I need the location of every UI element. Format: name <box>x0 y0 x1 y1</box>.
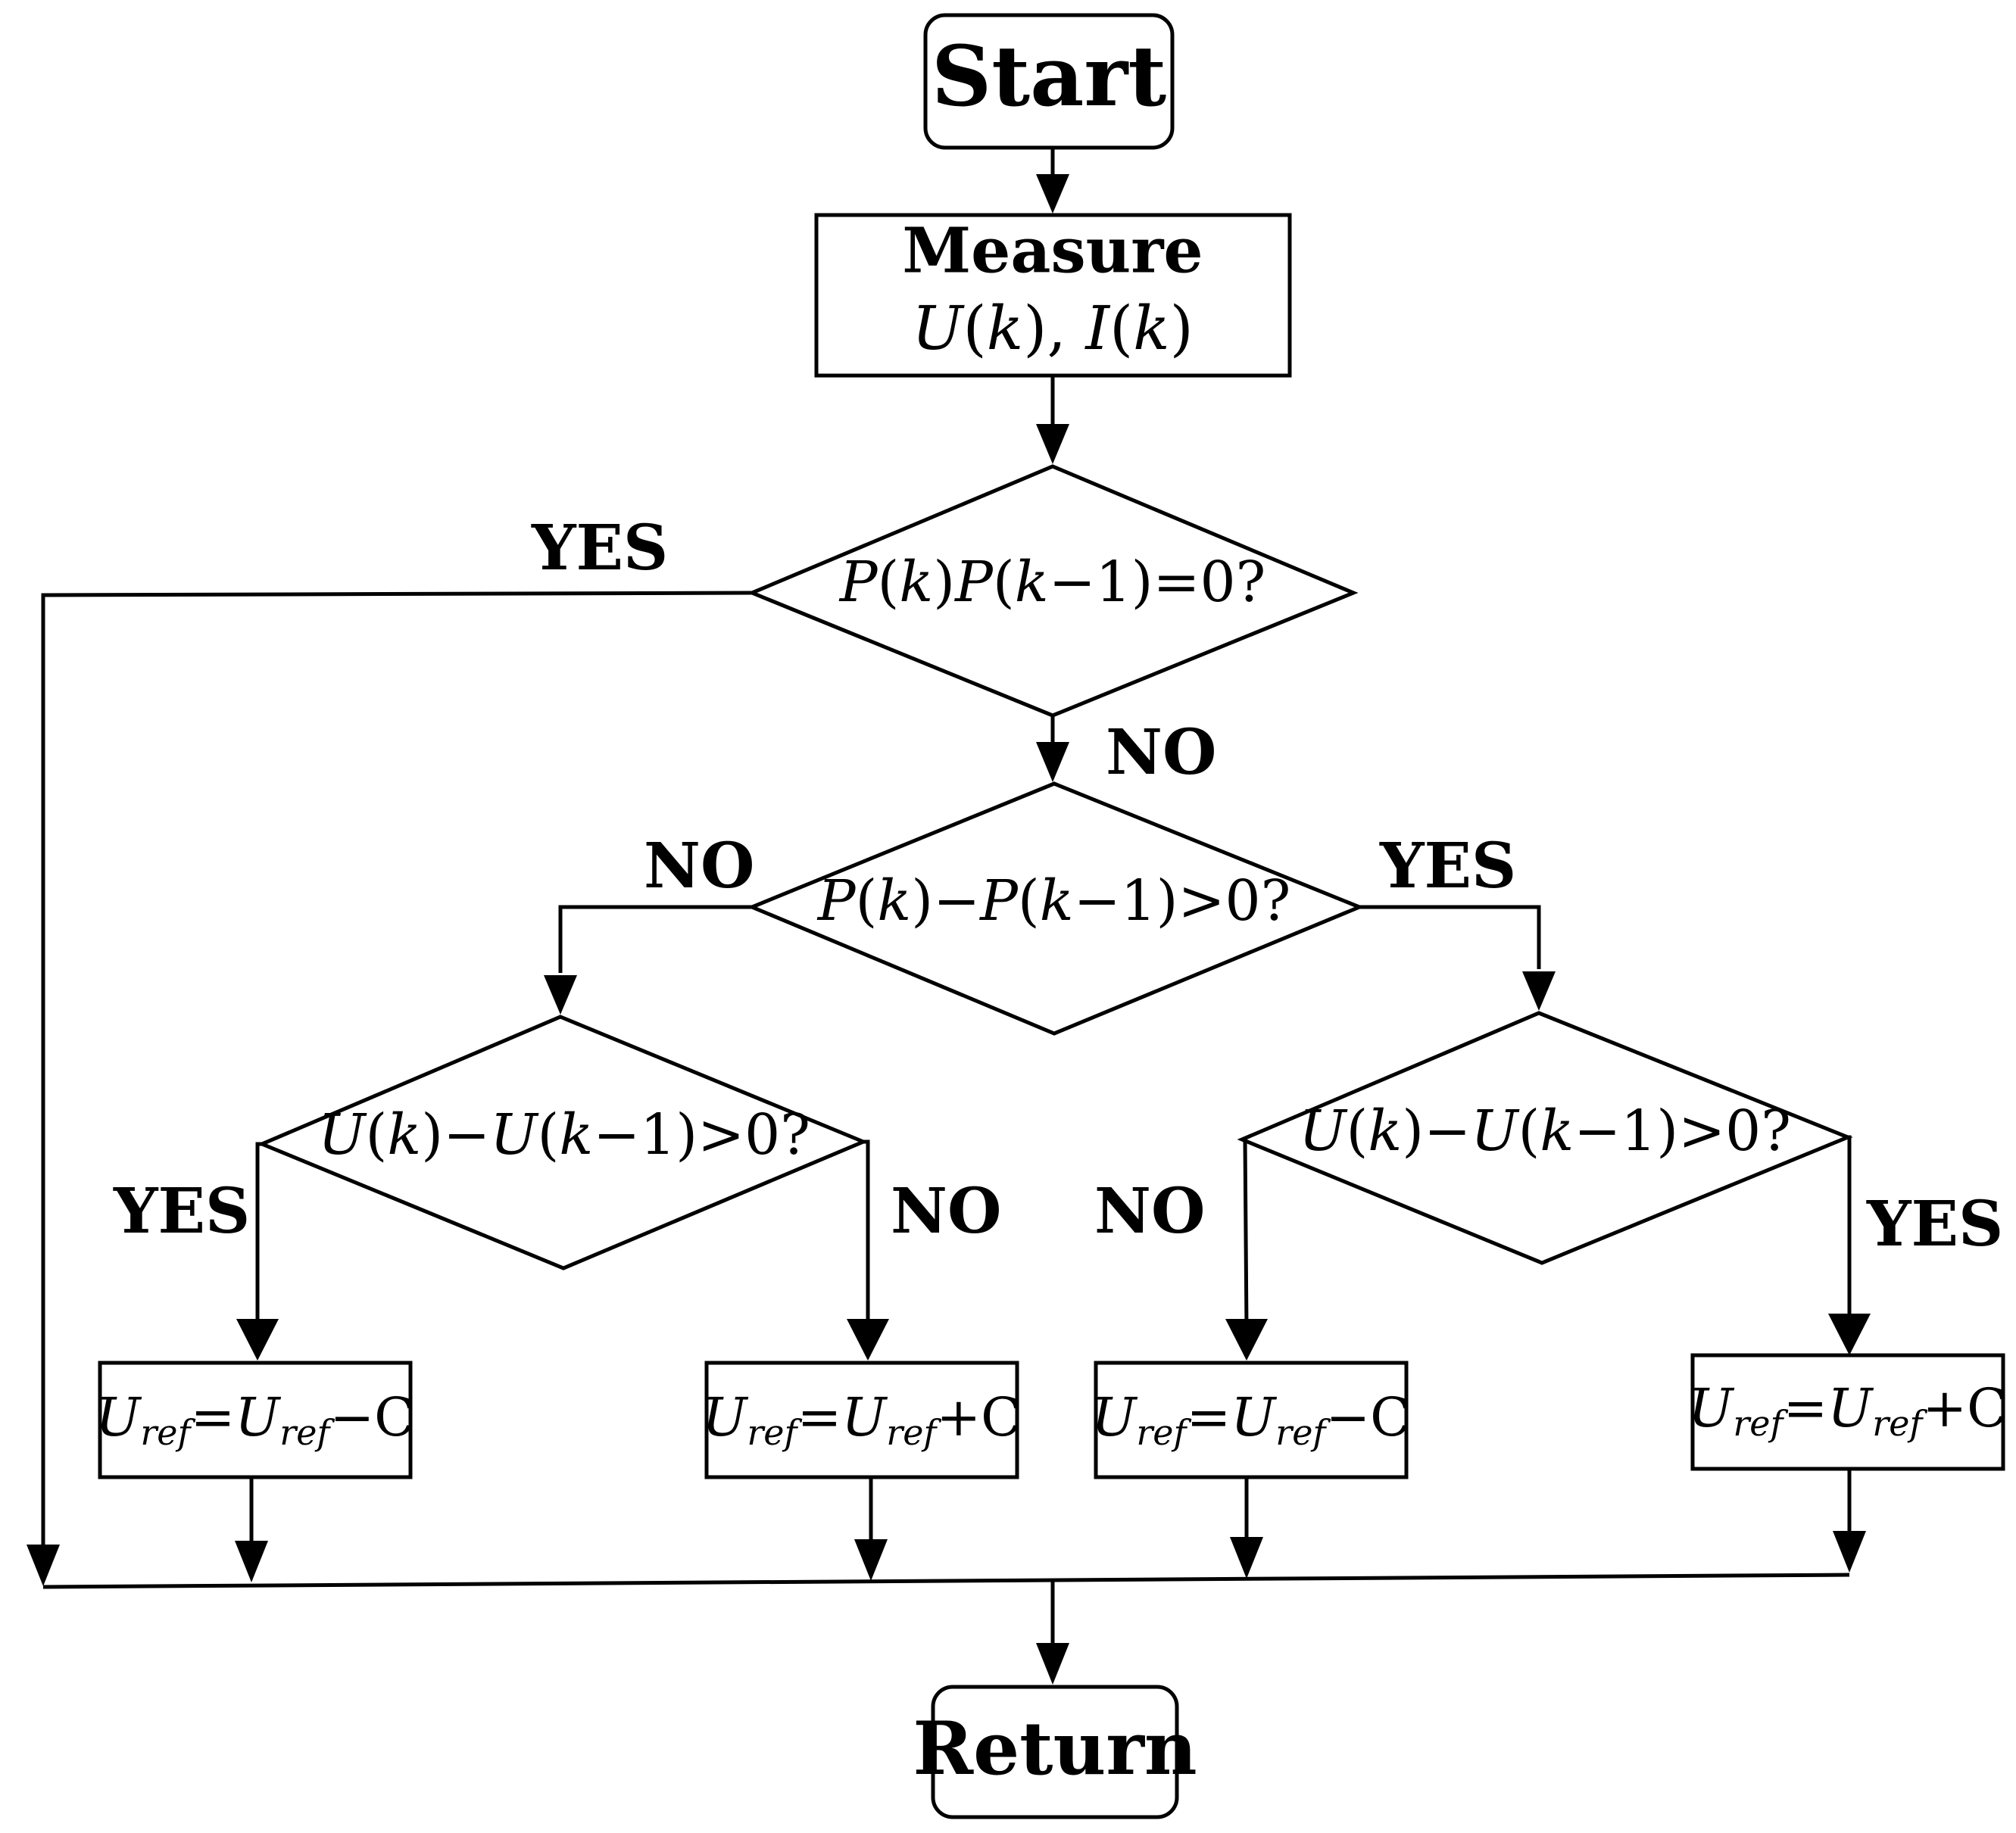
decision-power-difference-text: P(k)−P(k−1)>0? <box>816 868 1291 934</box>
branch-label-power-diff-yes: YES <box>1379 830 1516 902</box>
process-box-4 <box>1690 1353 2005 1471</box>
measure-label: Measure <box>902 214 1203 287</box>
process-4-text: Uref=Uref+C <box>1688 1377 2007 1444</box>
connector-power-product-yes-bypass <box>41 591 753 1560</box>
decision-power-product <box>747 464 1359 718</box>
arrowhead-to-decision-power-diff <box>1036 742 1069 782</box>
decision-voltage-difference-left-text: U(k)−U(k−1)>0? <box>318 1102 810 1167</box>
arrowhead-to-process-1 <box>236 1319 279 1361</box>
arrowhead-to-process-3 <box>1225 1319 1268 1361</box>
arrowhead-process-4-to-merge <box>1833 1531 1866 1573</box>
arrowhead-process-2-to-merge <box>854 1539 888 1581</box>
arrowhead-to-process-4 <box>1828 1314 1871 1355</box>
arrowhead-to-decision-voltage-left <box>544 975 577 1015</box>
return-label: Return <box>913 1706 1197 1791</box>
decision-voltage-difference-right-text: U(k)−U(k−1)>0? <box>1299 1099 1791 1164</box>
process-box-1 <box>98 1361 413 1479</box>
start-label: Start <box>932 27 1166 125</box>
process-box-2 <box>704 1361 1019 1479</box>
merge-line <box>42 1573 1850 1589</box>
branch-label-power-diff-no: NO <box>644 830 754 902</box>
branch-label-power-product-no: NO <box>1106 716 1216 789</box>
measure-process-box <box>814 213 1292 378</box>
start-terminal <box>923 13 1175 150</box>
branch-label-voltage-left-no: NO <box>891 1175 1001 1248</box>
arrowhead-process-1-to-merge <box>235 1541 268 1582</box>
arrowhead-to-return <box>1036 1643 1069 1685</box>
decision-voltage-difference-right <box>1237 1011 1853 1265</box>
branch-label-voltage-right-yes: YES <box>1866 1188 2003 1261</box>
arrowhead-to-measure <box>1036 174 1069 214</box>
connector-voltage-left-no <box>863 1139 870 1329</box>
connector-power-diff-no <box>558 905 752 973</box>
connector-voltage-right-yes <box>1847 1135 1852 1321</box>
arrowhead-process-3-to-merge <box>1230 1537 1263 1579</box>
branch-label-voltage-right-no: NO <box>1094 1175 1205 1248</box>
arrowhead-to-decision-voltage-right <box>1522 971 1556 1011</box>
process-2-text: Uref=Uref+C <box>702 1386 1021 1453</box>
decision-power-difference <box>747 781 1365 1036</box>
connectors <box>41 148 1852 1647</box>
connector-power-diff-yes <box>1359 905 1541 969</box>
process-1-text: Uref=Uref−C <box>95 1386 414 1453</box>
branch-labels: YES NO NO YES YES NO NO YES <box>113 512 2003 1261</box>
arrowhead-to-decision-power-product <box>1036 424 1069 464</box>
branch-label-power-product-yes: YES <box>531 512 668 585</box>
measure-variables: U(k), I(k) <box>912 293 1194 363</box>
decision-power-product-text: P(k)P(k−1)=0? <box>838 550 1266 615</box>
arrowhead-to-process-2 <box>847 1319 889 1361</box>
process-box-3 <box>1094 1361 1409 1479</box>
decision-voltage-difference-left <box>257 1015 869 1270</box>
arrowheads <box>27 174 1871 1685</box>
return-terminal <box>931 1685 1179 1819</box>
connector-voltage-left-yes <box>255 1142 262 1329</box>
nodes: Start Measure U(k), I(k) P(k)P(k−1)=0? P… <box>95 13 2008 1819</box>
branch-label-voltage-left-yes: YES <box>113 1175 250 1248</box>
process-3-text: Uref=Uref−C <box>1091 1386 1410 1453</box>
arrowhead-bypass-to-merge <box>27 1545 60 1586</box>
connector-voltage-right-no <box>1242 1137 1249 1330</box>
